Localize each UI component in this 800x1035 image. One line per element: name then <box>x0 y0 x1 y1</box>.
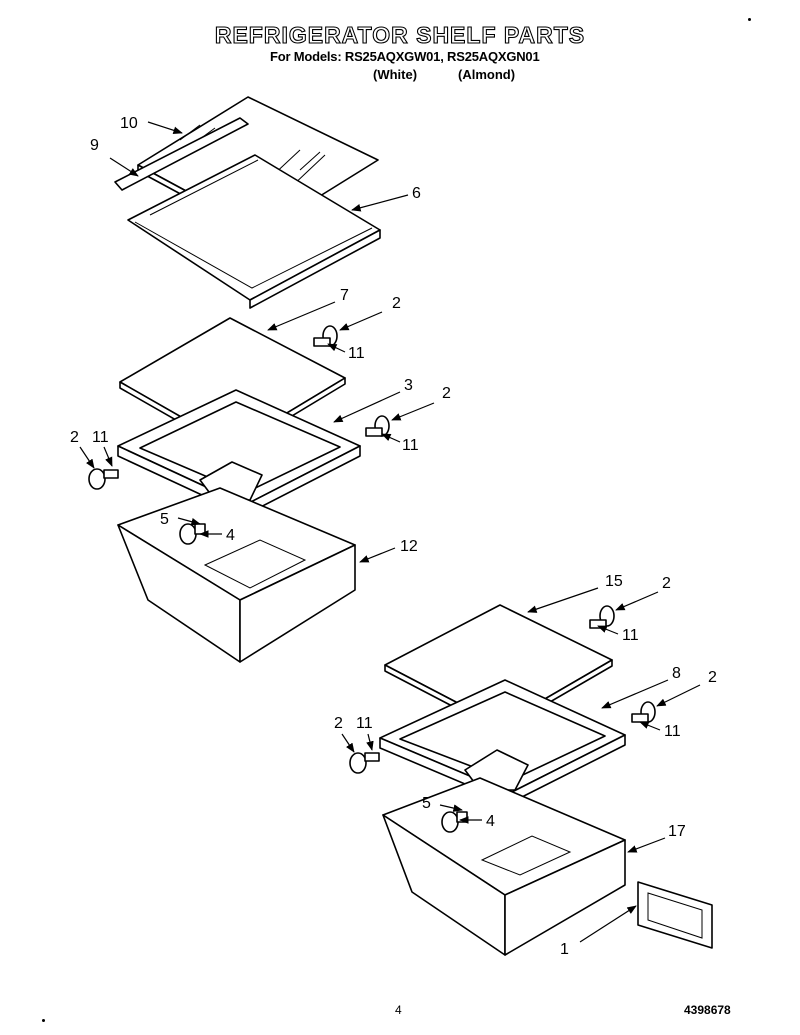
callout-1: 1 <box>560 941 569 958</box>
page-title: REFRIGERATOR SHELF PARTS <box>214 21 586 48</box>
leader-lines <box>79 121 701 943</box>
badge-part-1 <box>637 881 713 949</box>
callout-6: 6 <box>412 185 421 202</box>
roller-part-2a <box>313 325 338 347</box>
callout-8: 8 <box>672 665 681 682</box>
callout-10: 10 <box>120 115 138 132</box>
callout-9: 9 <box>90 137 99 154</box>
callout-11c: 11 <box>92 429 109 446</box>
callout-11a: 11 <box>348 345 365 362</box>
callout-7: 7 <box>340 287 349 304</box>
crisper-drawer-part-12 <box>117 487 356 663</box>
callout-2a: 2 <box>392 295 401 312</box>
callout-4a: 4 <box>226 527 235 544</box>
roller-part-2c <box>88 468 119 490</box>
callout-15: 15 <box>605 573 623 590</box>
shelf-frame-part-6 <box>127 154 381 309</box>
roller-part-2f <box>349 752 380 774</box>
corner-mark-bottom <box>42 1019 45 1022</box>
callout-5b: 5 <box>422 795 431 812</box>
callout-3: 3 <box>404 377 413 394</box>
page-number: 4 <box>395 1003 402 1017</box>
callout-11b: 11 <box>402 437 419 454</box>
roller-part-2d <box>589 605 615 629</box>
callout-2e: 2 <box>708 669 717 686</box>
callout-2d: 2 <box>662 575 671 592</box>
callout-11e: 11 <box>664 723 681 740</box>
roller-part-2e <box>631 701 656 723</box>
callout-2b: 2 <box>442 385 451 402</box>
callout-2f: 2 <box>334 715 343 732</box>
callout-4b: 4 <box>486 813 495 830</box>
callout-2c: 2 <box>70 429 79 446</box>
callout-11d: 11 <box>622 627 639 644</box>
model-numbers: For Models: RS25AQXGW01, RS25AQXGN01 <box>270 49 540 64</box>
roller-part-2b <box>365 415 390 437</box>
callout-17: 17 <box>668 823 686 840</box>
cover-frame-part-8 <box>379 679 626 804</box>
callout-11f: 11 <box>356 715 373 732</box>
document-number: 4398678 <box>684 1003 731 1017</box>
shelf-trim-part-9 <box>114 117 249 191</box>
crisper-drawer-part-17 <box>382 777 626 956</box>
color-almond-label: (Almond) <box>458 67 516 82</box>
callout-5a: 5 <box>160 511 169 528</box>
corner-mark-top <box>748 18 751 21</box>
color-white-label: (White) <box>373 67 418 82</box>
cover-frame-part-3 <box>117 389 361 516</box>
callout-12: 12 <box>400 538 418 555</box>
